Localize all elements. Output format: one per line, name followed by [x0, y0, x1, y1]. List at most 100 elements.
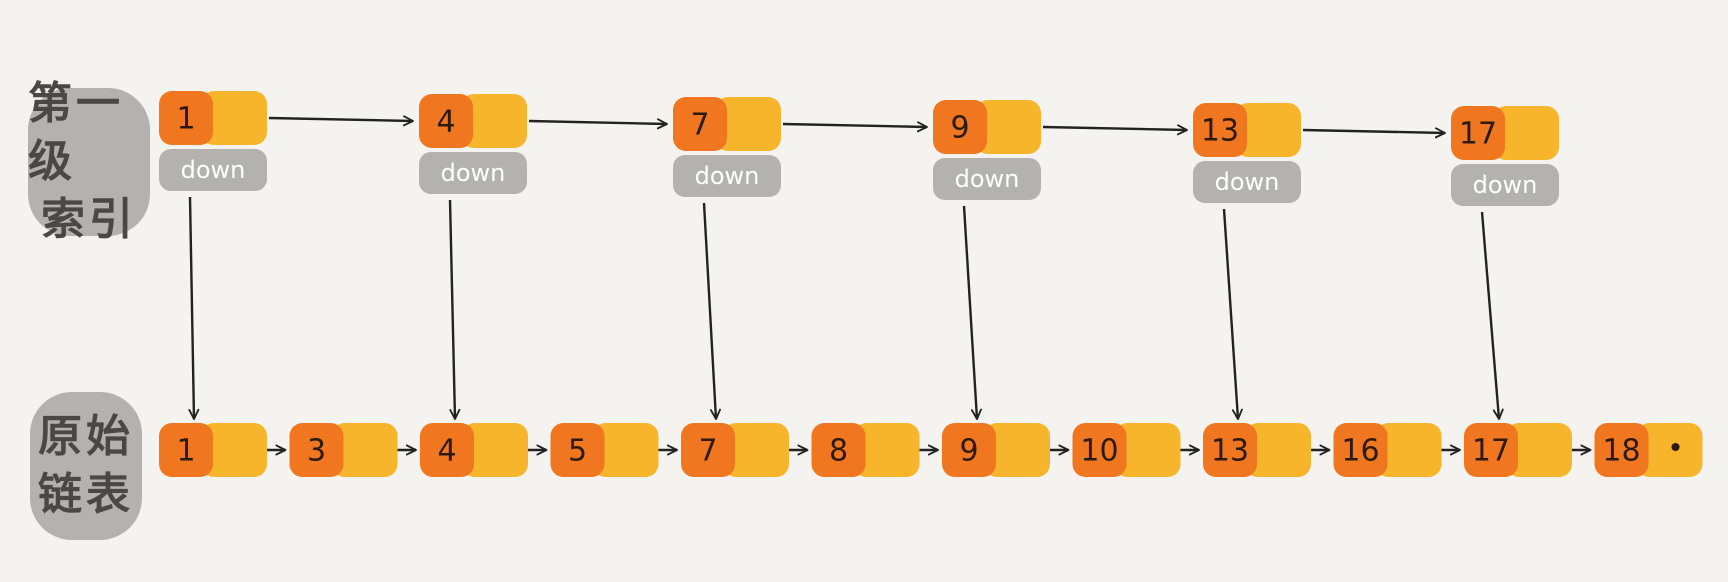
list-node-1-key-cell — [159, 423, 213, 477]
index-node-4: 4 down — [419, 94, 527, 194]
list-node-5-key-label: 5 — [568, 434, 587, 469]
index-node-4-next-cell — [461, 94, 527, 148]
edges-layer — [188, 115, 1592, 456]
index-node-4-down-cell — [419, 152, 527, 194]
index-node-13-key-label: 13 — [1201, 114, 1239, 149]
label-index-level-1: 第一级 索引 — [28, 78, 150, 245]
list-node-1: 1 — [159, 423, 267, 477]
index-node-1-key-label: 1 — [176, 102, 195, 137]
down-arrow-4 — [448, 199, 461, 420]
list-node-13-next-cell — [1245, 423, 1311, 477]
list-node-16: 16 — [1333, 423, 1442, 477]
down-arrow-9 — [962, 205, 982, 420]
list-node-10: 10 — [1072, 423, 1181, 477]
index-node-17-next-cell — [1493, 106, 1559, 160]
list-node-7-key-label: 7 — [698, 434, 717, 469]
list-node-16-key-label: 16 — [1341, 434, 1379, 469]
list-node-10-key-label: 10 — [1080, 434, 1118, 469]
list-node-4-key-label: 4 — [437, 434, 456, 469]
index-node-4-key-cell — [419, 94, 473, 148]
list-node-1-key-label: 1 — [176, 434, 195, 469]
list-node-4-key-cell — [420, 423, 474, 477]
list-node-8: 8 — [811, 423, 920, 477]
list-node-10-next-cell — [1114, 423, 1181, 477]
index-node-7-next-cell — [715, 97, 781, 151]
list-node-3-key-cell — [289, 423, 344, 477]
index-node-4-down-label: down — [441, 159, 506, 187]
index-next-arrow-7 — [782, 121, 928, 133]
list-node-3: 3 — [289, 423, 398, 477]
list-node-9-key-cell — [942, 423, 996, 477]
label-original-line-2: 链表 — [38, 469, 134, 520]
index-node-13-down-cell — [1193, 161, 1301, 203]
index-node-17-down-cell — [1451, 164, 1559, 206]
list-node-18-key-cell — [1594, 423, 1649, 477]
index-node-7-key-cell — [673, 97, 727, 151]
index-next-arrow-4 — [528, 118, 668, 130]
index-node-7-key-label: 7 — [690, 108, 709, 143]
index-next-arrow-9 — [1042, 124, 1188, 136]
list-tail-marker: • — [1667, 432, 1684, 465]
index-next-arrow-1 — [268, 115, 414, 127]
index-next-arrow-13 — [1302, 127, 1446, 139]
list-node-16-key-cell — [1333, 423, 1388, 477]
list-node-13: 13 — [1203, 423, 1311, 477]
down-arrow-13 — [1222, 208, 1243, 420]
list-node-5: 5 — [550, 423, 659, 477]
list-node-5-next-cell — [592, 423, 659, 477]
index-node-13-down-label: down — [1215, 168, 1280, 196]
down-arrow-17 — [1480, 211, 1504, 420]
list-node-13-key-label: 13 — [1211, 434, 1249, 469]
index-node-9-key-label: 9 — [950, 111, 969, 146]
index-node-9-next-cell — [975, 100, 1041, 154]
list-node-4-next-cell — [462, 423, 528, 477]
down-arrow-1 — [188, 196, 200, 420]
index-node-13: 13 down — [1193, 103, 1301, 203]
list-node-10-key-cell — [1072, 423, 1127, 477]
list-node-3-next-cell — [331, 423, 398, 477]
down-arrow-7 — [702, 202, 721, 420]
list-node-17-key-cell — [1464, 423, 1518, 477]
index-node-13-next-cell — [1235, 103, 1301, 157]
index-node-7-down-label: down — [695, 162, 760, 190]
index-node-9-down-label: down — [955, 165, 1020, 193]
index-node-1-next-cell — [201, 91, 267, 145]
label-original-list: 原始 链表 — [30, 392, 142, 540]
list-node-13-key-cell — [1203, 423, 1257, 477]
index-node-17-key-cell — [1451, 106, 1505, 160]
list-node-1-next-cell — [201, 423, 267, 477]
list-node-7: 7 — [681, 423, 789, 477]
list-node-9-next-cell — [984, 423, 1050, 477]
list-node-3-key-label: 3 — [307, 434, 326, 469]
label-index-line-2: 索引 — [41, 194, 137, 245]
list-node-8-key-cell — [811, 423, 866, 477]
index-node-1-key-cell — [159, 91, 213, 145]
list-node-17-next-cell — [1506, 423, 1572, 477]
list-node-17-key-label: 17 — [1472, 434, 1510, 469]
index-node-9-key-cell — [933, 100, 987, 154]
index-node-9-down-cell — [933, 158, 1041, 200]
list-node-18: 18 — [1594, 423, 1703, 477]
list-node-8-key-label: 8 — [829, 434, 848, 469]
list-node-8-next-cell — [853, 423, 920, 477]
list-node-9-key-label: 9 — [959, 434, 978, 469]
label-original-line-1: 原始 — [38, 411, 134, 462]
list-node-16-next-cell — [1375, 423, 1442, 477]
list-node-17: 17 — [1464, 423, 1572, 477]
index-node-4-key-label: 4 — [436, 105, 455, 140]
label-index-line-1: 第一级 — [28, 78, 124, 187]
list-node-7-next-cell — [723, 423, 789, 477]
list-node-4: 4 — [420, 423, 528, 477]
index-node-1-down-cell — [159, 149, 267, 191]
index-node-17-down-label: down — [1473, 171, 1538, 199]
list-node-7-key-cell — [681, 423, 735, 477]
index-node-9: 9 down — [933, 100, 1041, 200]
list-node-18-next-cell — [1636, 423, 1703, 477]
index-node-13-key-cell — [1193, 103, 1247, 157]
